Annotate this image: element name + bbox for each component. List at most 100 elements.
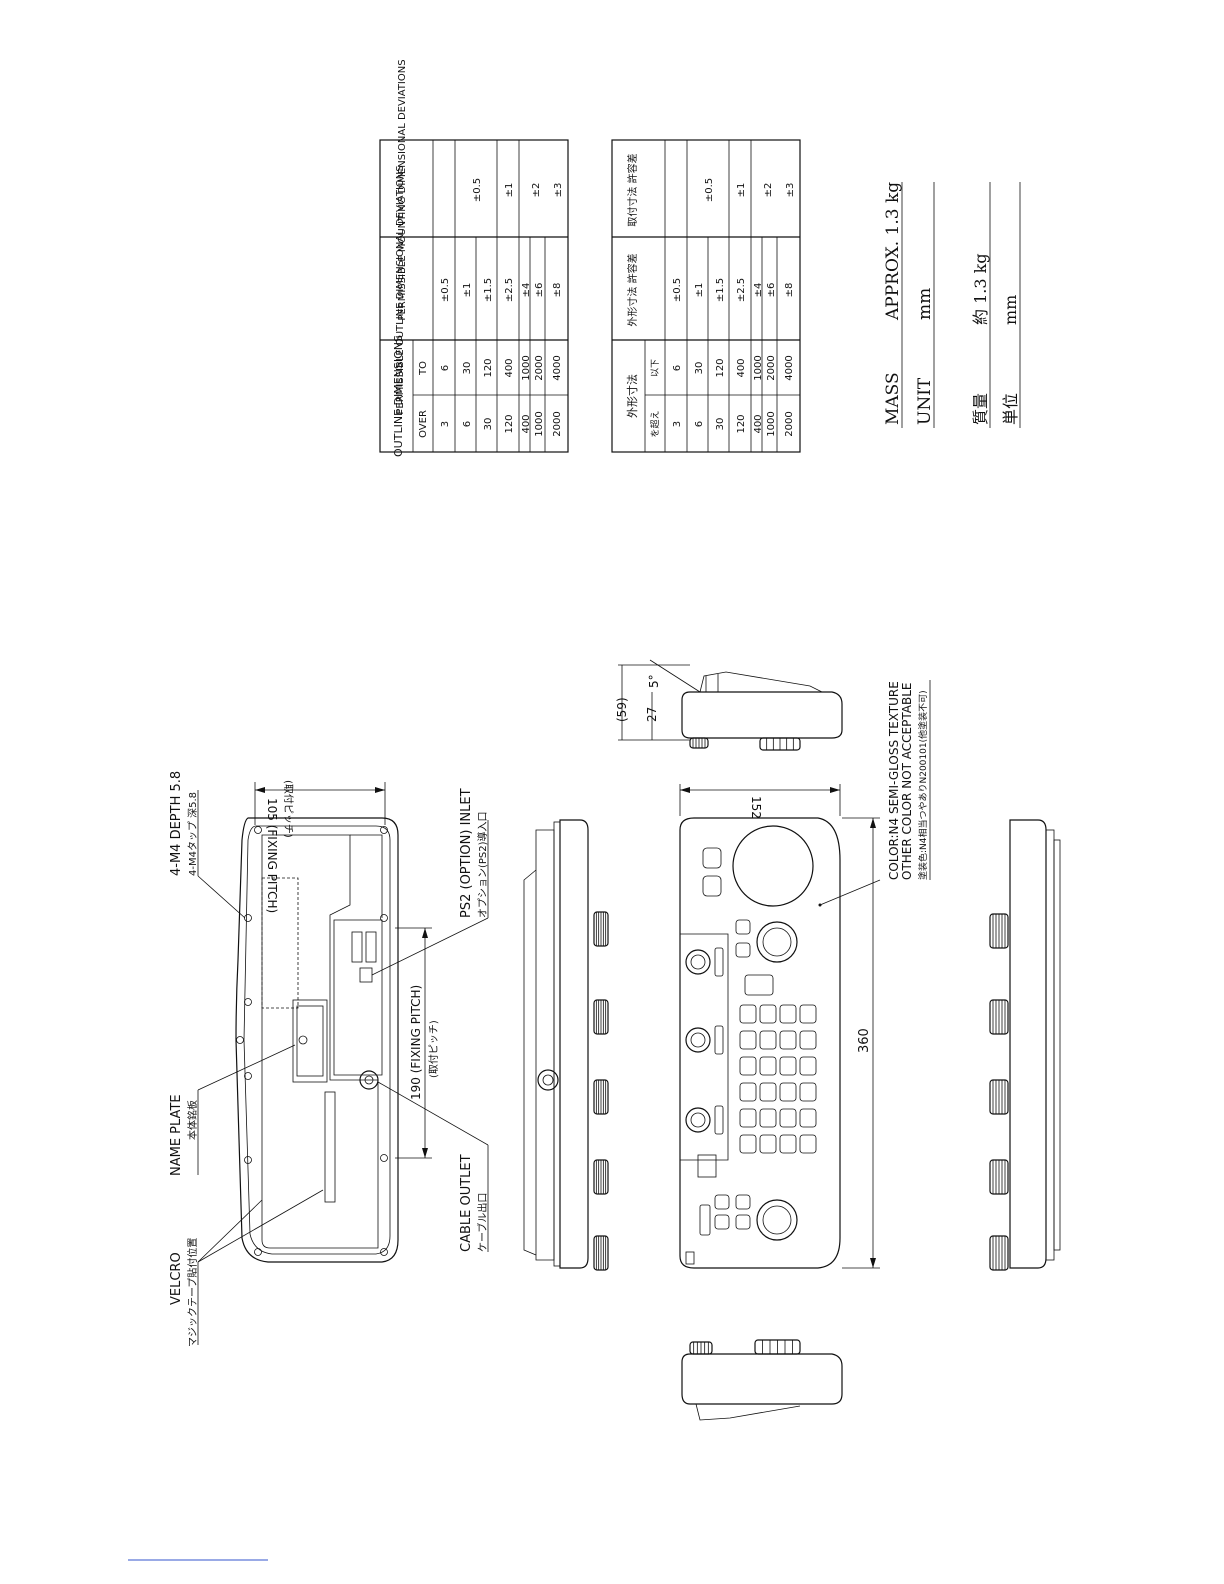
table-over-value: 400 [521, 414, 532, 433]
table-to-value: 4000 [552, 355, 563, 380]
keypad-key[interactable] [799, 1030, 817, 1050]
small-knob[interactable] [685, 949, 711, 975]
knob-label-slot [714, 947, 724, 977]
panel-key[interactable] [735, 1214, 751, 1230]
table-outline-dev-value: ±1.5 [483, 278, 494, 302]
table-outline-dev-value: ±1.5 [715, 278, 726, 302]
rear-view-callouts: VELCRO マジックテープ貼付位置 NAME PLATE 本体銘板 4-M4 … [169, 771, 489, 1347]
keypad-key[interactable] [739, 1134, 757, 1154]
english-tolerance-table: OUTLINE DIMENSIONS PERMISSIBLE OUTLINE D… [379, 59, 569, 457]
brand-badge [685, 1251, 695, 1265]
table-to-value: 1000 [753, 355, 764, 380]
jp-table-rows: 36±0.5630±130120±1.5120400±2.54001000±41… [672, 278, 795, 437]
jp-h-outline: 外形寸法 [625, 374, 639, 418]
panel-display-key[interactable] [744, 974, 774, 996]
keypad-key[interactable] [739, 1108, 757, 1128]
panel-key[interactable] [714, 1194, 730, 1210]
large-knob-top[interactable] [756, 921, 798, 963]
width-dim-label: 360 [857, 1028, 872, 1053]
jp-h-to: 以下 [651, 359, 661, 377]
table-over-value: 1000 [766, 411, 777, 436]
screw-hole [254, 1248, 262, 1256]
table-mount-dev-value: ±3 [553, 183, 564, 198]
table-to-value: 400 [504, 358, 515, 377]
keypad-key[interactable] [759, 1134, 777, 1154]
color-label: COLOR:N4 SEMI-GLOSS TEXTURE [887, 681, 901, 880]
panel-key[interactable] [735, 942, 751, 958]
table-to-value: 30 [462, 362, 473, 375]
small-knob[interactable] [685, 1027, 711, 1053]
keypad-key[interactable] [759, 1108, 777, 1128]
velcro-jp-label: マジックテープ貼付位置 [186, 1238, 199, 1347]
panel-key[interactable] [735, 919, 751, 935]
name-plate-label: NAME PLATE [169, 1094, 184, 1176]
keypad-key[interactable] [739, 1030, 757, 1050]
keypad-key[interactable] [759, 1004, 777, 1024]
cable-outlet-label: CABLE OUTLET [459, 1154, 474, 1252]
table-over-value: 6 [462, 421, 473, 427]
keypad-key[interactable] [799, 1082, 817, 1102]
rear-view: 190 (FIXING PITCH) (取付ピッチ) 105 (FIXING P… [235, 780, 440, 1263]
end-view-bottom [681, 1339, 843, 1421]
trackball[interactable] [732, 825, 814, 907]
table-to-value: 2000 [766, 355, 777, 380]
keypad-key[interactable] [779, 1030, 797, 1050]
table-to-value: 120 [483, 358, 494, 377]
table-to-value: 6 [440, 365, 451, 371]
h27-dim-label: 27 [645, 707, 659, 722]
table-mount-dev-value: ±2 [531, 183, 542, 198]
screw-hole [236, 1036, 244, 1044]
table-to-value: 400 [736, 358, 747, 377]
keypad-key[interactable] [739, 1082, 757, 1102]
keypad-key[interactable] [739, 1056, 757, 1076]
large-knob-bottom[interactable] [756, 1199, 798, 1241]
panel-key[interactable] [735, 1194, 751, 1210]
jp-h-outline-dev: 外形寸法 許容差 [626, 253, 639, 326]
color-label-2: OTHER COLOR NOT ACCEPTABLE [900, 683, 914, 880]
keypad-key[interactable] [759, 1056, 777, 1076]
trackball-button-left[interactable] [702, 847, 722, 869]
mass-value: APPROX. 1.3 kg [883, 182, 903, 321]
keypad-key[interactable] [759, 1082, 777, 1102]
screw-hole [380, 1154, 388, 1162]
table-to-value: 6 [672, 365, 683, 371]
velcro-label: VELCRO [169, 1252, 184, 1305]
keypad-key[interactable] [779, 1004, 797, 1024]
table-outline-dev-value: ±1 [694, 283, 705, 298]
table-outline-dev-value: ±8 [552, 283, 563, 298]
table-over-value: 1000 [534, 411, 545, 436]
panel-key[interactable] [699, 1204, 711, 1236]
table-outline-dev-value: ±2.5 [504, 278, 515, 302]
fixing-190-label: 190 (FIXING PITCH) [409, 985, 423, 1100]
keypad-key[interactable] [799, 1056, 817, 1076]
front-panel-small-knobs [685, 947, 724, 1135]
small-knob[interactable] [685, 1107, 711, 1133]
en-table-rows: 36±0.5630±130120±1.5120400±2.54001000±41… [440, 278, 563, 437]
screw-hole [254, 826, 262, 834]
height-dim-label: (59) [615, 697, 629, 722]
keypad-key[interactable] [799, 1108, 817, 1128]
keypad-key[interactable] [799, 1134, 817, 1154]
jp-h-mount-dev: 取付寸法 許容差 [626, 153, 639, 226]
panel-key[interactable] [714, 1214, 730, 1230]
screw-hole [244, 1156, 252, 1164]
screw-hole [380, 1248, 388, 1256]
keypad-key[interactable] [799, 1004, 817, 1024]
keypad-key[interactable] [759, 1030, 777, 1050]
keypad-key[interactable] [779, 1134, 797, 1154]
keypad-key[interactable] [779, 1108, 797, 1128]
right-side-view-knobs [989, 913, 1009, 1271]
screw-hole [244, 914, 252, 922]
table-mount-dev-value: ±3 [785, 183, 796, 198]
keypad-key[interactable] [779, 1082, 797, 1102]
en-h-mount-dev: PERMISSIBLE MOUNTING DIMENSIONAL DEVIATI… [397, 59, 408, 320]
keypad-key[interactable] [779, 1056, 797, 1076]
keypad-key[interactable] [739, 1004, 757, 1024]
table-outline-dev-value: ±4 [753, 283, 764, 298]
trackball-button-right[interactable] [702, 875, 722, 897]
unit-value-jp: mm [1001, 295, 1020, 325]
screw-hole [244, 998, 252, 1006]
table-outline-dev-value: ±0.5 [440, 278, 451, 302]
table-over-value: 30 [483, 418, 494, 431]
